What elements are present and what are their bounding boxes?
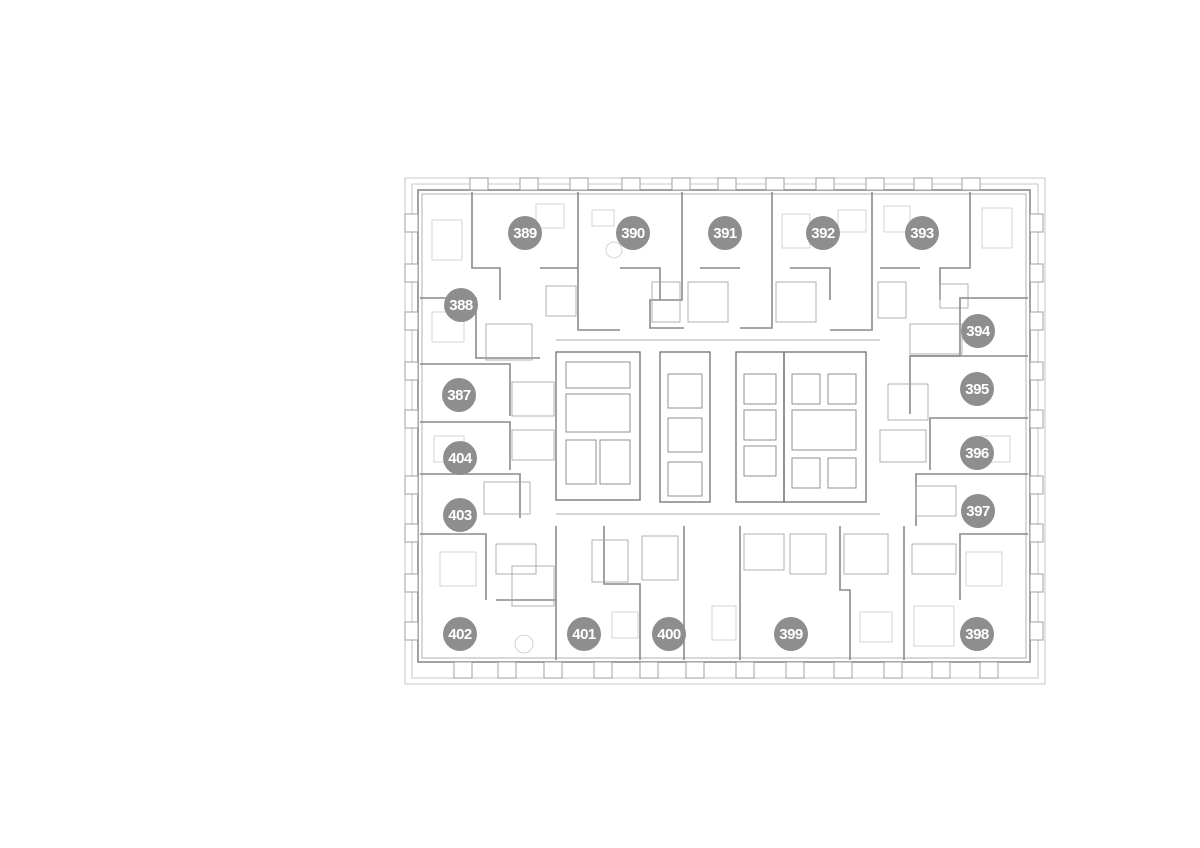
apartment-marker-387[interactable]: 387 xyxy=(442,378,476,412)
apartment-marker-393[interactable]: 393 xyxy=(905,216,939,250)
apartment-marker-398[interactable]: 398 xyxy=(960,617,994,651)
apartment-marker-401[interactable]: 401 xyxy=(567,617,601,651)
building-outline xyxy=(404,177,1046,685)
apartment-marker-392[interactable]: 392 xyxy=(806,216,840,250)
apartment-marker-399[interactable]: 399 xyxy=(774,617,808,651)
apartment-marker-404[interactable]: 404 xyxy=(443,441,477,475)
central-core xyxy=(555,339,880,515)
apartment-marker-394[interactable]: 394 xyxy=(961,314,995,348)
apartment-marker-388[interactable]: 388 xyxy=(444,288,478,322)
apartment-marker-403[interactable]: 403 xyxy=(443,498,477,532)
apartment-marker-402[interactable]: 402 xyxy=(443,617,477,651)
apartment-marker-395[interactable]: 395 xyxy=(960,372,994,406)
window-tabs xyxy=(404,177,1044,679)
apartment-marker-391[interactable]: 391 xyxy=(708,216,742,250)
apartment-marker-396[interactable]: 396 xyxy=(960,436,994,470)
furniture-hints xyxy=(431,203,1013,654)
apartment-marker-389[interactable]: 389 xyxy=(508,216,542,250)
apartment-marker-397[interactable]: 397 xyxy=(961,494,995,528)
apartment-marker-400[interactable]: 400 xyxy=(652,617,686,651)
apartment-marker-390[interactable]: 390 xyxy=(616,216,650,250)
partition-walls xyxy=(420,192,1028,660)
